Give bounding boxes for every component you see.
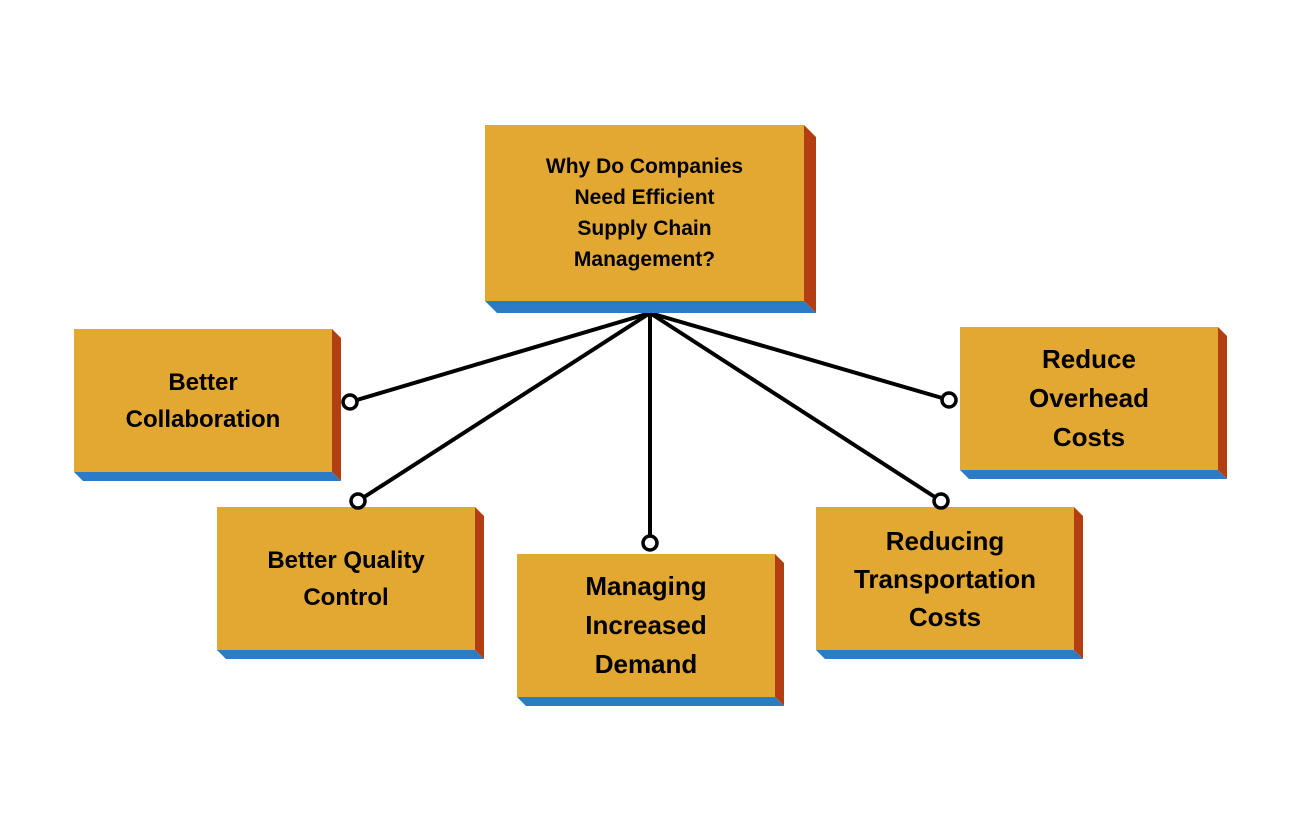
box-managing-increased-demand-bottom-side — [517, 697, 784, 706]
box-better-collaboration-right-side — [332, 329, 341, 481]
box-reducing-transportation-costs-label: Reducing Transportation Costs — [853, 525, 1036, 632]
connector-better-quality-control — [356, 311, 652, 503]
center-box-right-side — [804, 125, 816, 313]
box-managing-increased-demand-right-side — [775, 554, 784, 706]
box-better-collaboration: Better Collaboration — [74, 329, 332, 472]
box-reducing-transportation-costs-right-side — [1074, 507, 1083, 659]
connector-reduce-overhead-costs — [649, 311, 950, 402]
center-box-bottom-side — [485, 301, 816, 313]
box-reduce-overhead-costs: Reduce Overhead Costs — [960, 327, 1218, 470]
box-reducing-transportation-costs-bottom-side — [816, 650, 1083, 659]
box-better-quality-control-label: Better Quality Control — [267, 546, 425, 611]
box-reducing-transportation-costs: Reducing Transportation Costs — [816, 507, 1074, 650]
endpoint-reducing-transportation-costs — [932, 492, 950, 510]
connector-reducing-transportation-costs — [648, 311, 943, 503]
box-better-quality-control-bottom-side — [217, 650, 484, 659]
box-better-quality-control: Better Quality Control — [217, 507, 475, 650]
center-box-label: Why Do Companies Need Efficient Supply C… — [545, 155, 744, 271]
box-managing-increased-demand: Managing Increased Demand — [517, 554, 775, 697]
box-better-collaboration-label: Better Collaboration — [125, 368, 281, 433]
box-reduce-overhead-costs-right-side — [1218, 327, 1227, 479]
connector-better-collaboration — [349, 311, 651, 404]
box-better-collaboration-bottom-side — [74, 472, 341, 481]
box-reduce-overhead-costs-label: Reduce Overhead Costs — [1029, 344, 1149, 452]
endpoint-better-collaboration — [341, 393, 359, 411]
box-reduce-overhead-costs-bottom-side — [960, 470, 1227, 479]
endpoint-reduce-overhead-costs — [940, 391, 958, 409]
endpoint-managing-increased-demand — [641, 534, 659, 552]
center-box: Why Do Companies Need Efficient Supply C… — [485, 125, 804, 301]
endpoint-better-quality-control — [349, 492, 367, 510]
box-better-quality-control-right-side — [475, 507, 484, 659]
box-managing-increased-demand-label: Managing Increased Demand — [585, 571, 707, 679]
